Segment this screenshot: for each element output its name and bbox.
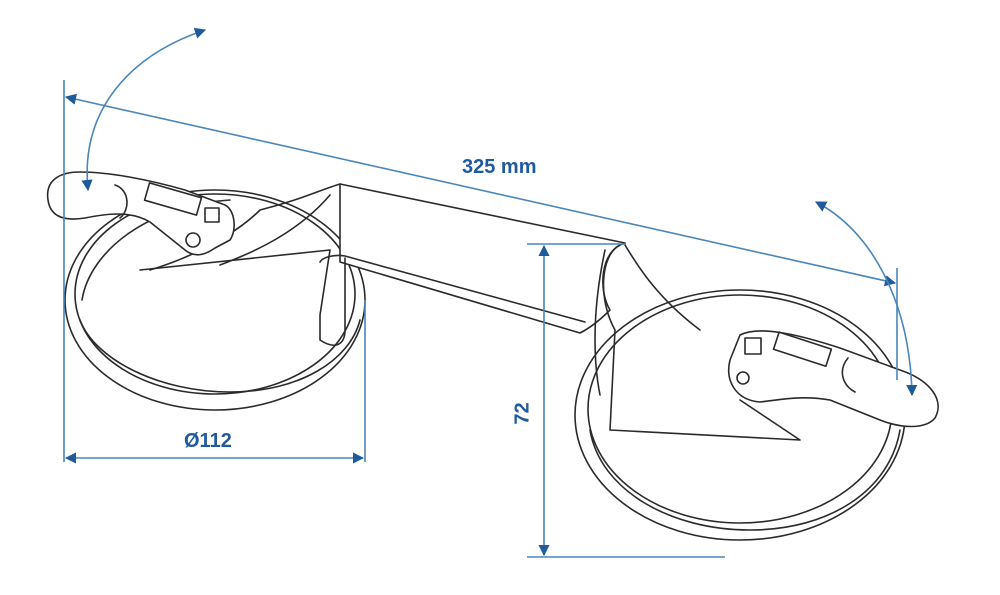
left-rotation-arrow	[81, 27, 207, 192]
height-dimension-label: 72	[511, 402, 534, 425]
length-dimension-label: 325 mm	[462, 156, 537, 178]
right-suction-cup	[574, 289, 906, 541]
dimension-lines	[63, 27, 918, 558]
right-rotation-arrow	[815, 201, 918, 397]
diameter-dimension-label: Ø112	[184, 430, 232, 452]
suction-lifter-outline	[46, 171, 939, 541]
